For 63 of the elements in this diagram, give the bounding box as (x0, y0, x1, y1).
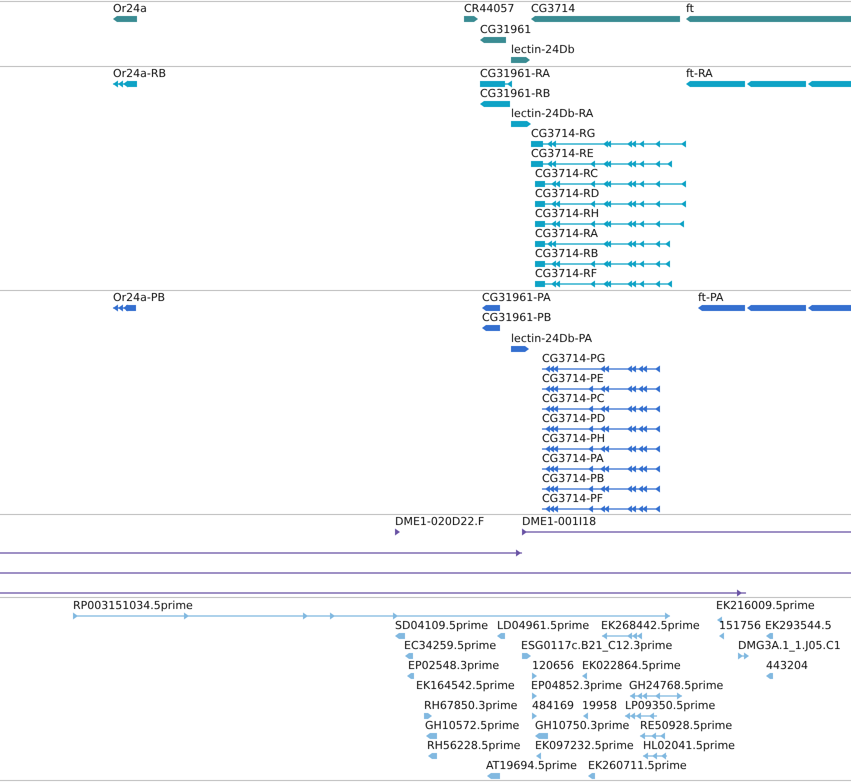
feature-label: ft-PA (698, 292, 724, 304)
feature-label: LP09350.5prime (625, 700, 716, 712)
feature-label: GH10572.5prime (425, 720, 520, 732)
feature-label: EK022864.5prime (582, 660, 681, 672)
feature-label: EP04852.3prime (531, 680, 622, 692)
feature-label: GH10750.3prime (535, 720, 630, 732)
feature-label: RE50928.5prime (640, 720, 732, 732)
feature-label: CG3714-RF (535, 268, 598, 280)
feature-label: CG31961 (480, 24, 532, 36)
feature-label: CR44057 (464, 3, 514, 15)
feature-label: EK260711.5prime (588, 760, 687, 772)
feature-label: lectin-24Db-PA (511, 333, 592, 345)
feature-label: CG3714-PD (542, 413, 606, 425)
feature-label: CG3714 (531, 3, 576, 15)
feature-label: LD04961.5prime (497, 620, 590, 632)
feature-label: RH67850.3prime (424, 700, 518, 712)
feature-label: SD04109.5prime (395, 620, 488, 632)
feature-label: CG3714-PB (542, 473, 604, 485)
feature-label: CG31961-PA (482, 292, 551, 304)
feature-label: CG3714-RH (535, 208, 600, 220)
feature-label: 484169 (532, 700, 574, 712)
feature-label: EC34259.5prime (404, 640, 496, 652)
feature-label: HL02041.5prime (643, 740, 735, 752)
feature-label: CG3714-PG (542, 353, 606, 365)
feature-label: lectin-24Db (511, 44, 575, 56)
feature-label: DME1-001I18 (522, 516, 596, 528)
feature-label: ESG0117c.B21_C12.3prime (521, 640, 672, 652)
feature-label: CG3714-PC (542, 393, 604, 405)
feature-label: EK164542.5prime (416, 680, 515, 692)
feature-label: Or24a-RB (113, 68, 166, 80)
feature-label: CG3714-PH (542, 433, 606, 445)
feature-label: EP02548.3prime (408, 660, 500, 672)
feature-label: CG3714-PF (542, 493, 604, 505)
feature-label: GH24768.5prime (629, 680, 724, 692)
feature-label: CG3714-RD (535, 188, 600, 200)
feature-label: Or24a-PB (113, 292, 166, 304)
feature-label: lectin-24Db-RA (511, 108, 594, 120)
feature-label: ft (686, 3, 694, 15)
feature-label: CG3714-RC (535, 168, 598, 180)
feature-label: EK216009.5prime (716, 600, 815, 612)
feature-label: CG31961-PB (482, 312, 552, 324)
feature-label: 443204 (766, 660, 808, 672)
feature-label: 151756 (719, 620, 761, 632)
feature-label: CG3714-RB (535, 248, 598, 260)
feature-label: 120656 (532, 660, 574, 672)
feature-label: Or24a (113, 3, 147, 15)
feature-label: EK097232.5prime (535, 740, 634, 752)
feature-label: EK268442.5prime (601, 620, 700, 632)
feature-label: RH56228.5prime (427, 740, 520, 752)
feature-label: CG31961-RA (480, 68, 550, 80)
feature-label: AT19694.5prime (486, 760, 577, 772)
feature-label: DMG3A.1_1.J05.C1 (738, 640, 841, 652)
feature-label: CG3714-RG (531, 128, 596, 140)
feature-label: 19958 (582, 700, 617, 712)
feature-label: ft-RA (686, 68, 713, 80)
feature-label: DME1-020D22.F (395, 516, 484, 528)
feature-label: EK293544.5 (765, 620, 832, 632)
feature-label: CG3714-PE (542, 373, 604, 385)
feature-label: CG3714-RA (535, 228, 598, 240)
feature-label: RP003151034.5prime (73, 600, 193, 612)
feature-label: CG3714-PA (542, 453, 604, 465)
feature-label: CG3714-RE (531, 148, 594, 160)
feature-label: CG31961-RB (480, 88, 550, 100)
